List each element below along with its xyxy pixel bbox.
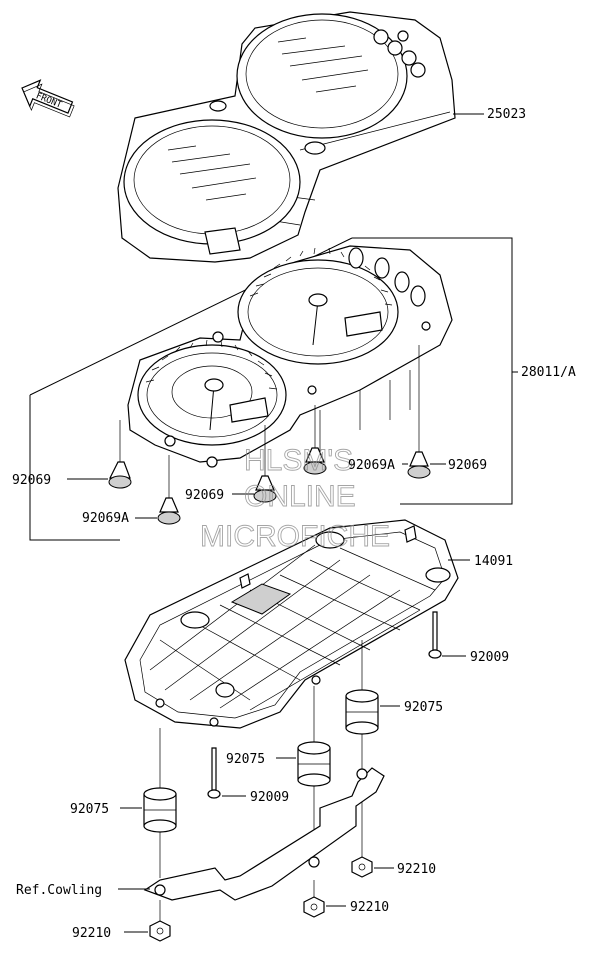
nut-92210-left (149, 920, 171, 942)
assembly-bracket (29, 237, 518, 541)
label-25023: 25023 (487, 107, 526, 122)
label-92069-right: 92069 (448, 458, 487, 473)
screw-92009-right (428, 611, 442, 659)
label-92009-right: 92009 (470, 650, 509, 665)
damper-92075-right (345, 689, 379, 735)
label-92210-right: 92210 (397, 862, 436, 877)
label-92069a-mid: 92069A (348, 458, 395, 473)
label-92075-right: 92075 (404, 700, 443, 715)
nut-92210-right (351, 856, 373, 878)
watermark: HLSM'S ONLINE MICROFICHE (200, 444, 391, 554)
label-92069-center: 92069 (185, 488, 224, 503)
label-92075-left: 92075 (70, 802, 109, 817)
label-92069-left: 92069 (12, 473, 51, 488)
mounting-bracket (143, 767, 385, 901)
label-92210-left: 92210 (72, 926, 111, 941)
label-ref-cowling: Ref.Cowling (16, 883, 102, 898)
front-arrow-icon: FRONT (21, 79, 75, 118)
grommet-92069-right (407, 451, 431, 479)
damper-92075-left (143, 787, 177, 833)
label-14091: 14091 (474, 554, 513, 569)
grommet-92069-left (108, 461, 132, 489)
label-92009-mid: 92009 (250, 790, 289, 805)
damper-92075-mid (297, 741, 331, 787)
screw-92009-mid (207, 747, 221, 799)
meter-cover-25023 (117, 11, 456, 263)
label-28011a: 28011/A (521, 365, 576, 380)
grommet-92069a-left (157, 497, 181, 525)
label-92075-mid: 92075 (226, 752, 265, 767)
meter-assembly-28011 (127, 245, 453, 468)
watermark-line-2: ONLINE (244, 480, 356, 513)
watermark-line-3: MICROFICHE (200, 520, 390, 553)
nut-92210-mid (303, 896, 325, 918)
label-92069a-left: 92069A (82, 511, 129, 526)
grommet-92069a-mid (303, 447, 327, 475)
watermark-line-1: HLSM'S (244, 444, 353, 477)
label-92210-mid: 92210 (350, 900, 389, 915)
grommet-92069-center (253, 475, 277, 503)
meter-case-14091 (124, 519, 459, 729)
